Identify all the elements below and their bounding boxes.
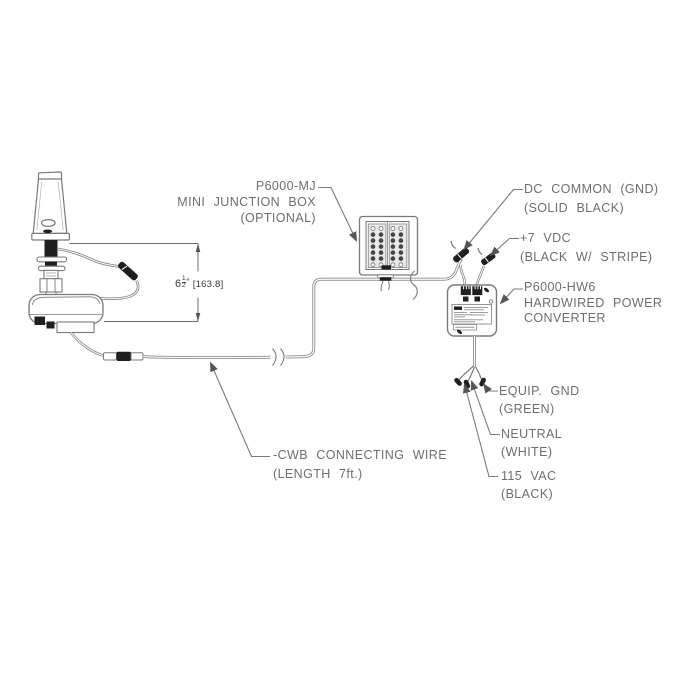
cwb-label-line2: (LENGTH 7ft.) [273,467,363,481]
dc-common-connector-icon [450,240,470,263]
vac-label-line1: 115 VAC [501,469,557,483]
terminal-strips [367,222,408,270]
vdc-label: +7 VDC (BLACK W/ STRIPE) [520,229,652,267]
cable-connector-icon [118,261,138,281]
junction-box-label: P6000-MJ MINI JUNCTION BOX (OPTIONAL) [160,178,316,226]
junction-box-label-line2: MINI JUNCTION BOX [177,195,316,209]
equip-gnd-label: EQUIP. GND (GREEN) [499,382,580,418]
vdc-label-line1: +7 VDC [520,231,572,245]
neutral-leader [470,380,500,436]
vac-leader [462,383,498,478]
neutral-label: NEUTRAL (WHITE) [501,425,562,461]
vac-label-line2: (BLACK) [501,487,554,501]
vdc-leader [489,237,519,257]
converter-label-line2: HARDWIRED POWER [524,295,663,310]
vdc-connector-icon [477,247,496,266]
screw-icon [456,329,463,335]
converter-label-line1: P6000-HW6 [524,280,596,294]
equip-gnd-leader [482,383,498,394]
converter-label-line3: CONVERTER [524,311,606,325]
supply-leads [454,336,486,389]
faucet-shank [36,240,68,298]
dimension-metric: [163.8] [192,278,224,290]
power-converter [446,240,498,389]
leader-lines [209,186,523,478]
dimension-lines [69,243,201,322]
converter-leader [499,288,523,305]
junction-box-label-line3: (OPTIONAL) [240,211,316,225]
junction-box [358,215,419,300]
sensor-cable [57,247,140,301]
dc-common-label-line2: (SOLID BLACK) [524,201,625,215]
cwb-leader [209,361,270,458]
equip-gnd-label-line2: (GREEN) [499,402,555,416]
equip-gnd-label-line1: EQUIP. GND [499,384,580,398]
screw-icon [483,287,490,293]
dc-common-leader [463,188,523,251]
neutral-label-line2: (WHITE) [501,445,553,459]
cwb-label-line1: -CWB CONNECTING WIRE [273,448,447,462]
junction-box-label-line1: P6000-MJ [255,179,316,193]
dc-common-label-line1: DC COMMON (GND) [524,182,659,196]
wire-slack-icon [409,270,418,300]
junction-box-leader [318,186,357,242]
dimension-whole: 6 [175,278,182,291]
dimension-denominator: 2 [181,282,186,290]
vdc-label-line2: (BLACK W/ STRIPE) [520,250,653,264]
cwb-connecting-wire [69,257,463,366]
neutral-label-line1: NEUTRAL [501,427,563,441]
wire-break-icon [270,348,286,366]
dimension-unit: " [186,277,190,288]
converter-label [451,304,492,331]
cwb-label: -CWB CONNECTING WIRE (LENGTH 7ft.) [273,446,447,484]
control-module [28,293,104,334]
screw-icon [488,299,494,304]
dc-common-label: DC COMMON (GND) (SOLID BLACK) [524,180,658,218]
faucet-spout [31,171,70,241]
converter-label-text: P6000-HW6 HARDWIRED POWER CONVERTER [524,280,662,327]
vac-label: 115 VAC (BLACK) [501,467,556,503]
dimension-numerator: 1 [181,275,186,284]
